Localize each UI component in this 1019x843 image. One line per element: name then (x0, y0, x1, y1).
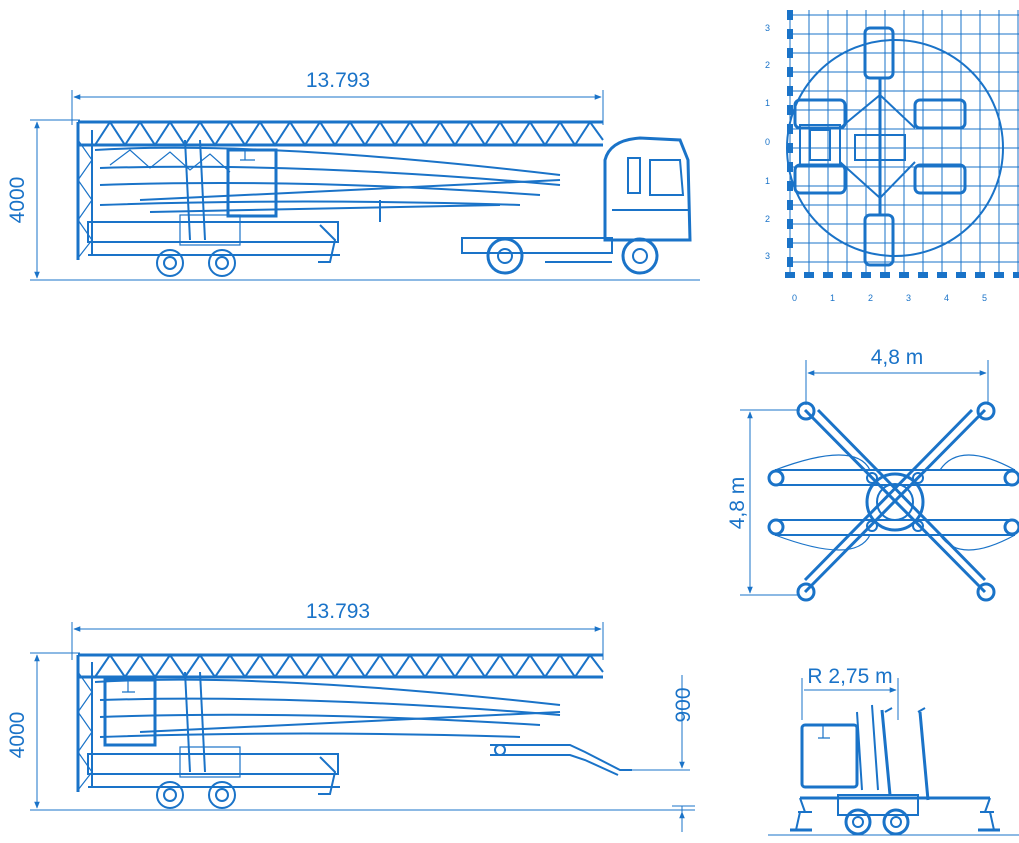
grid-tick-bottom (1013, 272, 1019, 278)
grid-tick-left (787, 200, 793, 210)
outrigger-width-label: 4,8 m (871, 346, 924, 369)
grid-tick-left (787, 181, 793, 191)
reach-grid-lines (785, 10, 1019, 278)
y-tick: 3 (765, 23, 770, 33)
operator-cabin (226, 148, 278, 218)
grid-tick-bottom (861, 272, 871, 278)
lattice-boom (76, 120, 604, 260)
grid-tick-bottom (975, 272, 985, 278)
grid-tick-left (787, 162, 793, 172)
grid-tick-bottom (956, 272, 966, 278)
reach-y-tick-labels: 3 2 1 0 1 2 3 (765, 23, 770, 261)
grid-tick-left (787, 257, 793, 267)
y-tick: 1 (765, 98, 770, 108)
outrigger-depth-label: 4,8 m (726, 477, 749, 530)
rear-cabin (800, 723, 859, 789)
x-tick: 5 (982, 293, 987, 303)
top-length-label: 13.793 (306, 69, 370, 92)
y-tick: 0 (765, 137, 770, 147)
rear-view: R 2,75 m (768, 665, 1019, 836)
grid-tick-bottom (842, 272, 852, 278)
reach-diagram (785, 10, 1019, 278)
x-tick: 1 (830, 293, 835, 303)
grid-tick-left (787, 86, 793, 96)
grid-tick-bottom (918, 272, 928, 278)
reach-x-tick-labels: 0 1 2 3 4 5 (792, 293, 987, 303)
side-view-transport: 13.793 4000 (6, 69, 700, 281)
drawbar-height-label: 900 (672, 687, 695, 722)
bottom-length-label: 13.793 (306, 600, 370, 623)
grid-tick-left (787, 143, 793, 153)
y-tick: 2 (765, 214, 770, 224)
x-tick: 3 (906, 293, 911, 303)
y-tick: 3 (765, 251, 770, 261)
grid-tick-bottom (994, 272, 1004, 278)
x-tick: 4 (944, 293, 949, 303)
y-tick: 2 (765, 60, 770, 70)
slewing-circle (786, 39, 1004, 257)
grid-tick-left (787, 10, 793, 20)
grid-tick-bottom (823, 272, 833, 278)
grid-tick-bottom (899, 272, 909, 278)
grid-tick-left (787, 105, 793, 115)
grid-tick-bottom (785, 272, 795, 278)
grid-tick-bottom (804, 272, 814, 278)
x-tick: 2 (868, 293, 873, 303)
top-height-label: 4000 (6, 177, 29, 224)
trailer-chassis (87, 200, 381, 277)
truck-tractor (461, 136, 692, 275)
side-view-trailer: 13.793 4000 900 (6, 600, 695, 832)
grid-tick-left (787, 219, 793, 229)
grid-tick-bottom (937, 272, 947, 278)
x-tick: 0 (792, 293, 797, 303)
grid-tick-left (787, 238, 793, 248)
radius-label: R 2,75 m (807, 665, 892, 688)
y-tick: 1 (765, 176, 770, 186)
grid-tick-left (787, 124, 793, 134)
grid-tick-left (787, 48, 793, 58)
bottom-height-label: 4000 (6, 712, 29, 759)
grid-tick-left (787, 29, 793, 39)
outrigger-plan-view: 4,8 m 4,8 m (726, 346, 1019, 602)
grid-tick-left (787, 67, 793, 77)
grid-tick-bottom (880, 272, 890, 278)
